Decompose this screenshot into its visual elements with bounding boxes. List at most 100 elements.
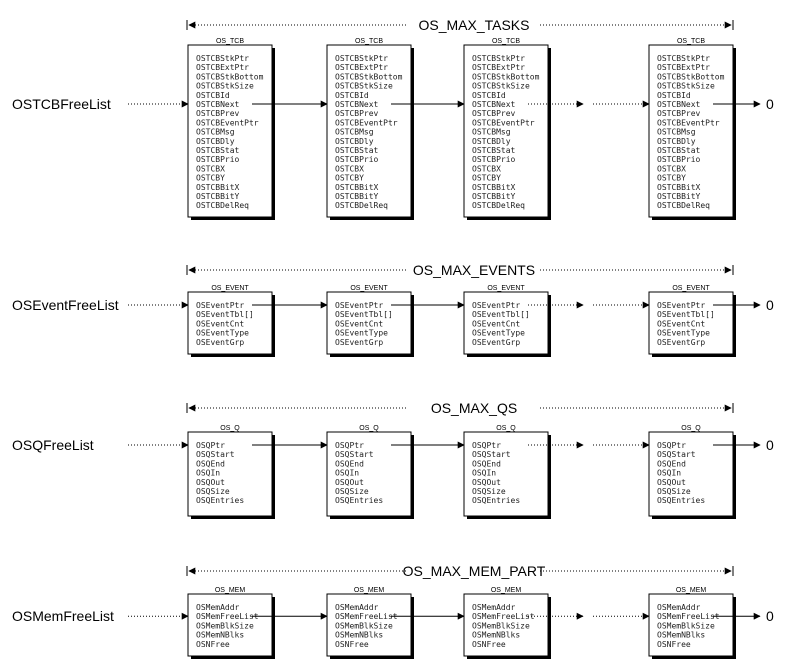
control-block-field: OSQEnd: [335, 459, 364, 468]
control-block-field: OSTCBDly: [472, 137, 511, 146]
control-block-title: OS_Q: [359, 425, 379, 432]
control-block-field: OSEventTbl[]: [335, 310, 393, 319]
control-block-field: OSTCBStkSize: [335, 82, 393, 91]
control-block-field: OSQOut: [657, 478, 686, 487]
control-block-rect: [326, 593, 412, 657]
control-block-field: OSTCBExtPtr: [472, 63, 525, 72]
control-block-field: OSTCBX: [335, 164, 364, 173]
control-block-field: OSTCBDelReq: [657, 201, 710, 210]
control-block-field: OSEventCnt: [196, 319, 244, 328]
control-block-field: OSTCBStkSize: [196, 82, 254, 91]
control-block-field: OSMemAddr: [196, 603, 240, 612]
control-block-field: OSTCBMsg: [196, 128, 235, 137]
control-block-field: OSMemFreeList: [657, 612, 720, 621]
control-block-field: OSTCBStkPtr: [657, 54, 710, 63]
control-block-field: OSTCBExtPtr: [196, 63, 249, 72]
control-block-field: OSEventType: [335, 329, 388, 338]
control-block-field: OSMemFreeList: [196, 612, 259, 621]
control-block: OS_MEMOSMemAddrOSMemFreeListOSMemBlkSize…: [648, 587, 736, 659]
range-label: OS_MAX_QS: [431, 400, 517, 416]
control-block: OS_QOSQPtrOSQStartOSQEndOSQInOSQOutOSQSi…: [187, 425, 275, 519]
control-block-field: OSTCBStkSize: [472, 82, 530, 91]
control-block-field: OSTCBBitY: [335, 192, 379, 201]
control-block-field: OSTCBId: [657, 91, 691, 100]
control-block-field: OSTCBDelReq: [472, 201, 525, 210]
control-block: OS_TCBOSTCBStkPtrOSTCBExtPtrOSTCBStkBott…: [326, 38, 414, 220]
control-block-title: OS_TCB: [492, 38, 520, 45]
control-block-title: OS_EVENT: [350, 285, 388, 292]
control-block-field: OSTCBNext: [196, 100, 240, 109]
control-block-field: OSTCBNext: [472, 100, 516, 109]
control-block-field: OSEventCnt: [335, 319, 383, 328]
range-label: OS_MAX_MEM_PART: [403, 563, 546, 579]
control-block-field: OSQStart: [196, 450, 235, 459]
control-block-field: OSTCBId: [472, 91, 506, 100]
control-block-field: OSTCBStat: [196, 146, 240, 155]
control-block-field: OSTCBPrev: [196, 109, 240, 118]
control-block-field: OSEventGrp: [472, 338, 520, 347]
control-block-field: OSNFree: [335, 640, 369, 649]
control-block-field: OSTCBMsg: [472, 128, 511, 137]
control-block-field: OSQEnd: [196, 459, 225, 468]
control-block-rect: [648, 431, 734, 517]
control-block-field: OSQEnd: [472, 459, 501, 468]
control-block-field: OSQPtr: [657, 441, 686, 450]
control-block-field: OSTCBId: [335, 91, 369, 100]
control-block-field: OSQStart: [657, 450, 696, 459]
range-label: OS_MAX_TASKS: [418, 17, 529, 33]
null-terminator: 0: [766, 608, 774, 624]
control-block-field: OSTCBStkBottom: [657, 72, 725, 81]
control-block: OS_EVENTOSEventPtrOSEventTbl[]OSEventCnt…: [648, 285, 736, 357]
control-block-field: OSEventTbl[]: [196, 310, 254, 319]
control-block-field: OSTCBBitX: [196, 183, 240, 192]
control-block-field: OSTCBDly: [335, 137, 374, 146]
control-block: OS_MEMOSMemAddrOSMemFreeListOSMemBlkSize…: [326, 587, 414, 659]
control-block-field: OSEventType: [196, 329, 249, 338]
control-block-field: OSQOut: [335, 478, 364, 487]
control-block-field: OSTCBDelReq: [335, 201, 388, 210]
control-block-field: OSMemAddr: [335, 603, 379, 612]
control-block-field: OSTCBEventPtr: [335, 118, 398, 127]
control-block-field: OSTCBPrio: [335, 155, 379, 164]
control-block-field: OSQStart: [472, 450, 511, 459]
free-list-section: OS_MAX_EVENTSOSEventFreeListOS_EVENTOSEv…: [12, 262, 774, 357]
control-block-field: OSEventPtr: [196, 301, 244, 310]
control-block-rect: [187, 593, 273, 657]
control-block-field: OSTCBDly: [657, 137, 696, 146]
control-block-field: OSEventGrp: [335, 338, 383, 347]
free-list-head-label: OSTCBFreeList: [12, 96, 111, 112]
control-block-field: OSMemFreeList: [335, 612, 398, 621]
control-block-field: OSQSize: [657, 487, 691, 496]
control-block-field: OSNFree: [472, 640, 506, 649]
control-block-field: OSMemBlkSize: [657, 621, 715, 630]
control-block-field: OSTCBY: [196, 174, 225, 183]
control-block-field: OSTCBStkPtr: [335, 54, 388, 63]
control-block-title: OS_TCB: [355, 38, 383, 45]
control-block-field: OSMemNBlks: [472, 631, 520, 640]
control-block-field: OSQEntries: [196, 496, 244, 505]
control-block-field: OSQOut: [472, 478, 501, 487]
control-block: OS_EVENTOSEventPtrOSEventTbl[]OSEventCnt…: [463, 285, 551, 357]
control-block-field: OSEventCnt: [657, 319, 705, 328]
control-block-title: OS_Q: [496, 425, 516, 432]
control-block-field: OSTCBStkBottom: [335, 72, 403, 81]
control-block-field: OSNFree: [657, 640, 691, 649]
control-block-field: OSQPtr: [472, 441, 501, 450]
control-block-field: OSTCBEventPtr: [657, 118, 720, 127]
control-block-field: OSQIn: [657, 469, 681, 478]
control-block-field: OSTCBY: [657, 174, 686, 183]
control-block: OS_QOSQPtrOSQStartOSQEndOSQInOSQOutOSQSi…: [648, 425, 736, 519]
control-block-rect: [648, 593, 734, 657]
control-block-rect: [463, 291, 549, 355]
control-block-field: OSTCBBitY: [196, 192, 240, 201]
control-block-field: OSTCBPrev: [657, 109, 701, 118]
control-block-field: OSMemNBlks: [657, 631, 705, 640]
control-block-field: OSMemAddr: [657, 603, 701, 612]
control-block-field: OSQIn: [196, 469, 220, 478]
control-block-field: OSTCBPrio: [657, 155, 701, 164]
control-block-title: OS_Q: [681, 425, 701, 432]
control-block-title: OS_MEM: [491, 587, 522, 594]
control-block-field: OSTCBPrev: [335, 109, 379, 118]
control-block: OS_EVENTOSEventPtrOSEventTbl[]OSEventCnt…: [187, 285, 275, 357]
